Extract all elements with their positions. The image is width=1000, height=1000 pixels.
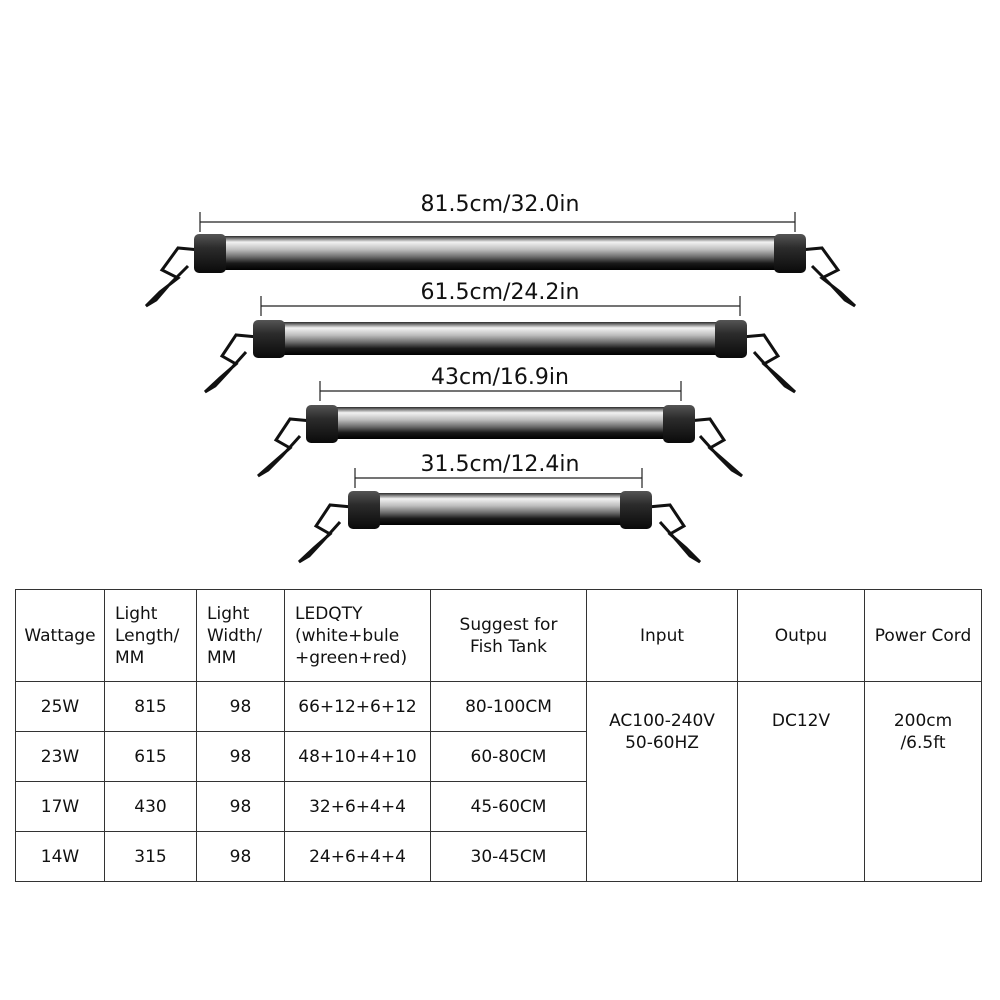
- cell-tank: 30-45CM: [430, 831, 587, 882]
- cell-width: 98: [196, 831, 285, 882]
- left-end-cap: [194, 234, 226, 273]
- cell-wattage: 14W: [15, 831, 105, 882]
- table-header-row: Wattage Light Length/ MM Light Width/ MM…: [15, 589, 982, 682]
- left-end-cap: [253, 320, 285, 358]
- right-end-cap: [774, 234, 806, 273]
- cell-width: 98: [196, 681, 285, 732]
- header-suggest-fish-tank: Suggest for Fish Tank: [430, 589, 587, 682]
- cell-length: 315: [104, 831, 197, 882]
- cell-ledqty: 32+6+4+4: [284, 781, 431, 832]
- header-input: Input: [586, 589, 738, 682]
- cell-ledqty: 24+6+4+4: [284, 831, 431, 882]
- header-wattage: Wattage: [15, 589, 105, 682]
- cell-input: AC100-240V 50-60HZ: [586, 681, 738, 882]
- right-bracket: [799, 246, 857, 308]
- cell-tank: 60-80CM: [430, 731, 587, 782]
- cell-tank: 80-100CM: [430, 681, 587, 732]
- dimension-label: 81.5cm/32.0in: [421, 192, 580, 217]
- light-fixture-81cm: 81.5cm/32.0in: [144, 192, 857, 308]
- cell-length: 615: [104, 731, 197, 782]
- cell-power-cord: 200cm /6.5ft: [864, 681, 982, 882]
- right-end-cap: [715, 320, 747, 358]
- dimension-label: 43cm/16.9in: [431, 365, 569, 390]
- dimension-label: 61.5cm/24.2in: [421, 280, 580, 305]
- header-ledqty: LEDQTY (white+bule +green+red): [284, 589, 431, 682]
- light-fixture-31cm: 31.5cm/12.4in: [297, 452, 702, 564]
- light-fixture-43cm: 43cm/16.9in: [257, 365, 743, 478]
- header-light-length: Light Length/ MM: [104, 589, 197, 682]
- table-row: 25W 815 98 66+12+6+12 80-100CM AC100-240…: [15, 681, 982, 882]
- light-tube: [270, 322, 730, 355]
- header-output: Outpu: [737, 589, 865, 682]
- left-bracket: [203, 333, 259, 394]
- aquarium-lights-illustration: 81.5cm/32.0in 61.5cm/24.2in 43cm/16.9in: [144, 192, 857, 564]
- header-light-width: Light Width/ MM: [196, 589, 285, 682]
- cell-width: 98: [196, 781, 285, 832]
- table-row: 14W 315 98 24+6+4+4 30-45CM: [15, 831, 982, 882]
- left-end-cap: [348, 491, 380, 529]
- cell-wattage: 17W: [15, 781, 105, 832]
- light-tube: [215, 236, 785, 270]
- right-end-cap: [620, 491, 652, 529]
- cell-ledqty: 48+10+4+10: [284, 731, 431, 782]
- right-bracket: [687, 417, 743, 478]
- light-tube: [362, 493, 638, 525]
- cell-tank: 45-60CM: [430, 781, 587, 832]
- right-bracket: [741, 333, 797, 394]
- light-tube: [322, 407, 679, 439]
- right-end-cap: [663, 405, 695, 443]
- left-bracket: [144, 246, 201, 308]
- cell-width: 98: [196, 731, 285, 782]
- right-bracket: [647, 503, 702, 564]
- cell-wattage: 23W: [15, 731, 105, 782]
- specification-table: Wattage Light Length/ MM Light Width/ MM…: [15, 589, 982, 882]
- cell-ledqty: 66+12+6+12: [284, 681, 431, 732]
- cell-output: DC12V: [737, 681, 865, 882]
- dimension-label: 31.5cm/12.4in: [421, 452, 580, 477]
- left-bracket: [257, 417, 313, 478]
- cell-length: 430: [104, 781, 197, 832]
- light-fixture-61cm: 61.5cm/24.2in: [203, 280, 797, 394]
- cell-length: 815: [104, 681, 197, 732]
- table-row: 23W 615 98 48+10+4+10 60-80CM: [15, 731, 982, 782]
- cell-wattage: 25W: [15, 681, 105, 732]
- header-power-cord: Power Cord: [864, 589, 982, 682]
- left-end-cap: [306, 405, 338, 443]
- left-bracket: [297, 503, 353, 564]
